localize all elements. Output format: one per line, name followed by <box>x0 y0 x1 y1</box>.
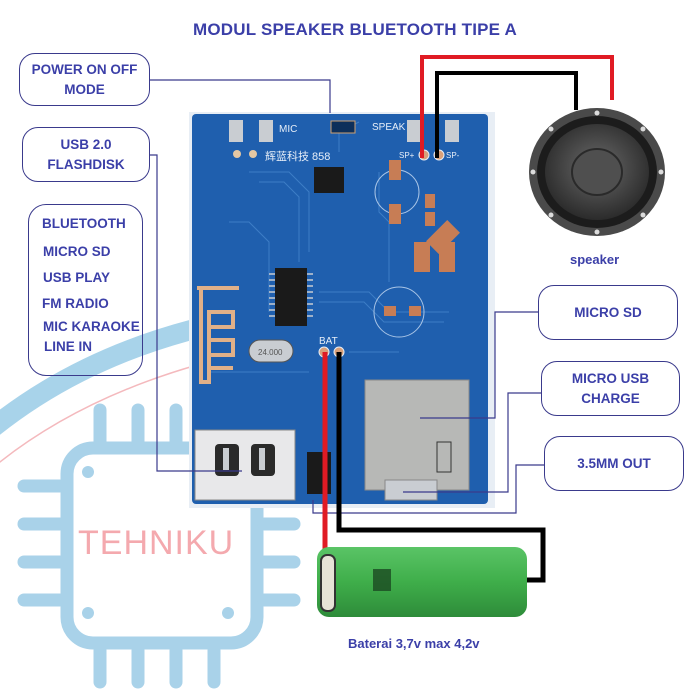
feature-list: BLUETOOTH MICRO SD USB PLAY FM RADIO MIC… <box>28 204 143 376</box>
bluetooth-chip <box>275 268 307 326</box>
speaker-caption: speaker <box>570 252 620 267</box>
label-usb-flashdisk: USB 2.0 FLASHDISK <box>22 127 150 182</box>
label-3-5mm-out: 3.5MM OUT <box>544 436 684 491</box>
speaker-wire-negative <box>435 71 578 158</box>
silk-mic: MIC <box>279 124 297 135</box>
watermark-text: TEHNIKU <box>78 524 235 562</box>
line-usb <box>150 154 242 472</box>
silk-speak: SPEAK <box>372 122 406 133</box>
feature-item: USB PLAY <box>43 270 111 285</box>
amplifier-chip <box>314 167 344 193</box>
silk-sp-minus: SP- <box>446 151 460 160</box>
feature-item: BLUETOOTH <box>42 216 126 231</box>
label-micro-usb-line1: MICRO USB <box>571 370 650 386</box>
line-3-5mm <box>312 464 545 514</box>
label-usb-line1: USB 2.0 <box>60 136 112 152</box>
label-power-on-off: POWER ON OFF MODE <box>19 53 150 106</box>
speaker-wire-positive <box>420 55 614 158</box>
speaker-icon <box>529 108 665 236</box>
label-micro-usb-charge: MICRO USB CHARGE <box>541 361 680 416</box>
feature-item: LINE IN <box>44 339 93 354</box>
label-power-line2: MODE <box>64 81 105 97</box>
battery-caption: Baterai 3,7v max 4,2v <box>348 636 480 651</box>
label-micro-sd: MICRO SD <box>538 285 678 340</box>
label-micro-usb-line2: CHARGE <box>581 390 640 406</box>
label-3-5mm-text: 3.5MM OUT <box>577 455 651 471</box>
line-micro-sd <box>420 311 540 419</box>
silk-chip-label: 辉蓝科技 858 <box>265 149 330 163</box>
feature-item: MIC KARAOKE <box>43 319 140 334</box>
watermark-chip-icon <box>17 403 301 689</box>
feature-item: FM RADIO <box>42 296 109 311</box>
line-micro-usb <box>403 392 542 493</box>
diagram-title: MODUL SPEAKER BLUETOOTH TIPE A <box>193 20 517 39</box>
bluetooth-module-pcb: MIC SPEAK SP+ SP- 辉蓝科技 858 24.000 BAT <box>189 112 495 508</box>
micro-usb-port <box>384 479 438 501</box>
label-micro-sd-text: MICRO SD <box>574 304 642 320</box>
battery-icon <box>317 547 527 617</box>
pcb-antenna <box>197 286 239 384</box>
power-switch <box>330 120 356 134</box>
crystal <box>248 339 294 363</box>
feature-item: MICRO SD <box>43 244 111 259</box>
line-power <box>150 79 331 113</box>
silk-bat: BAT <box>319 336 338 347</box>
usb-port <box>194 429 296 501</box>
silk-sp-plus: SP+ <box>399 151 415 160</box>
label-power-line1: POWER ON OFF <box>31 61 138 77</box>
crystal-label: 24.000 <box>258 348 283 357</box>
battery-wire-negative <box>336 352 546 583</box>
label-usb-line2: FLASHDISK <box>47 156 125 172</box>
micro-sd-slot <box>364 379 470 491</box>
